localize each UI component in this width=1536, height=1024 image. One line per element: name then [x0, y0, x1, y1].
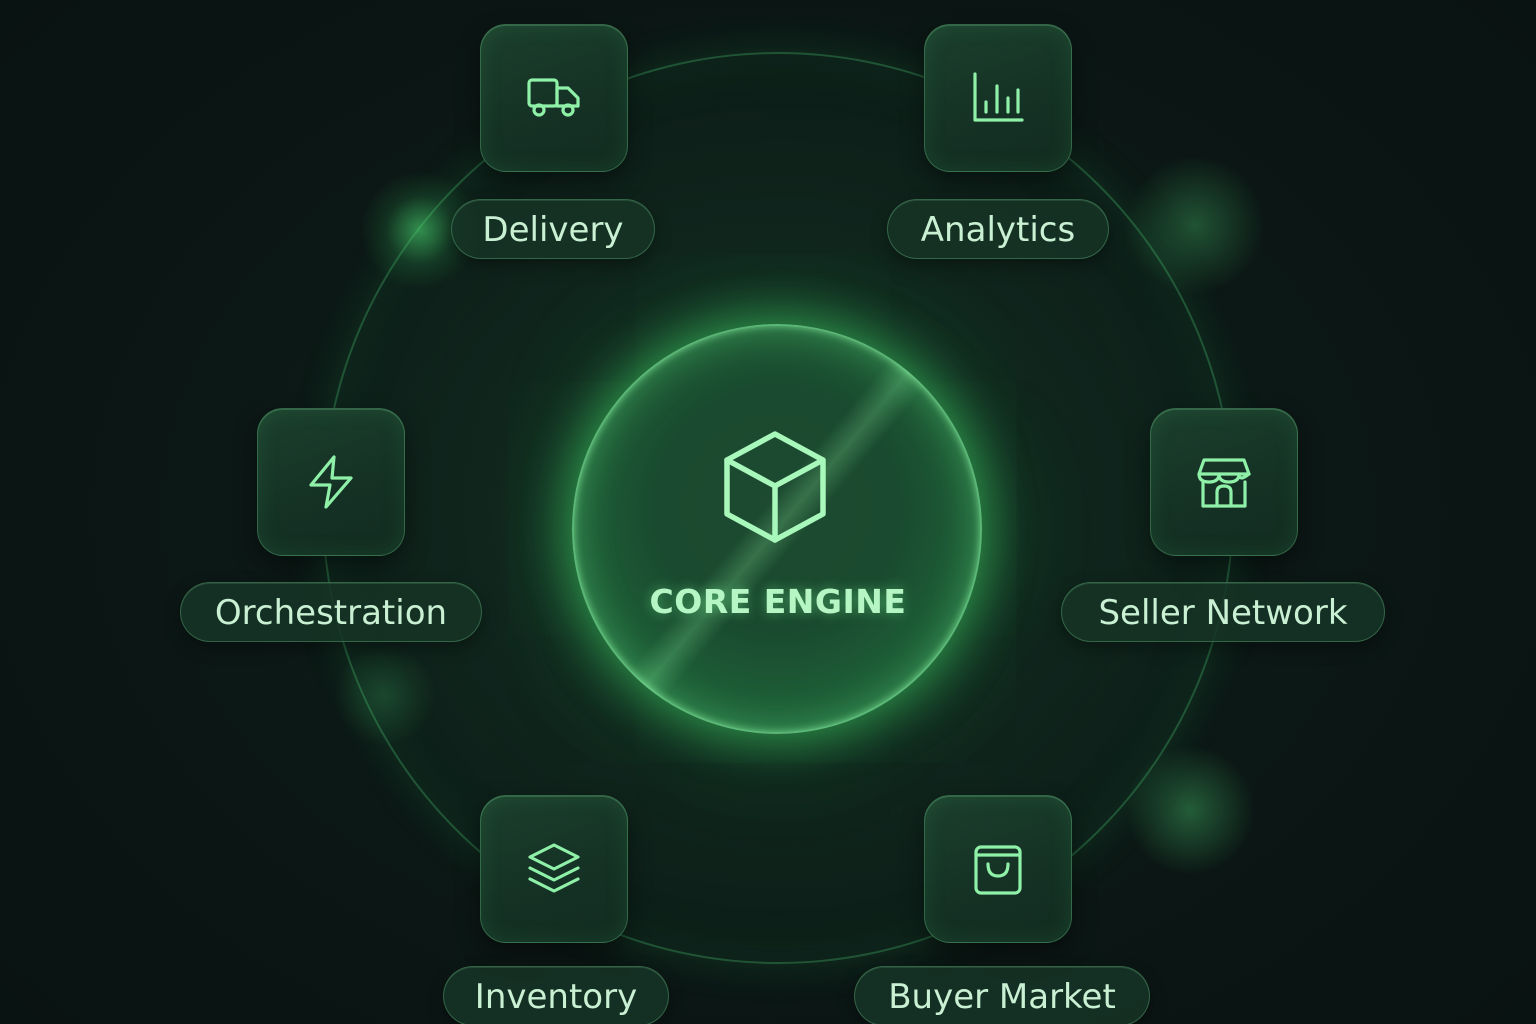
inventory-node[interactable]	[480, 795, 628, 943]
bar-chart-icon	[973, 72, 1024, 122]
shopping-bag-icon	[974, 845, 1022, 895]
delivery-node[interactable]	[480, 24, 628, 172]
orchestration-node[interactable]	[257, 408, 405, 556]
inventory-label: Inventory	[443, 966, 669, 1024]
analytics-node[interactable]	[924, 24, 1072, 172]
cube-icon	[724, 431, 826, 543]
seller-network-label: Seller Network	[1061, 582, 1385, 642]
lightning-icon	[309, 455, 353, 509]
truck-icon	[527, 78, 580, 117]
seller-network-node[interactable]	[1150, 408, 1298, 556]
delivery-label: Delivery	[451, 199, 655, 259]
storefront-icon	[1197, 458, 1251, 508]
buyer-market-label: Buyer Market	[854, 966, 1150, 1024]
layers-icon	[528, 843, 580, 893]
core-engine-label: CORE ENGINE	[649, 582, 907, 621]
buyer-market-node[interactable]	[924, 795, 1072, 943]
analytics-label: Analytics	[887, 199, 1109, 259]
orchestration-label: Orchestration	[180, 582, 482, 642]
